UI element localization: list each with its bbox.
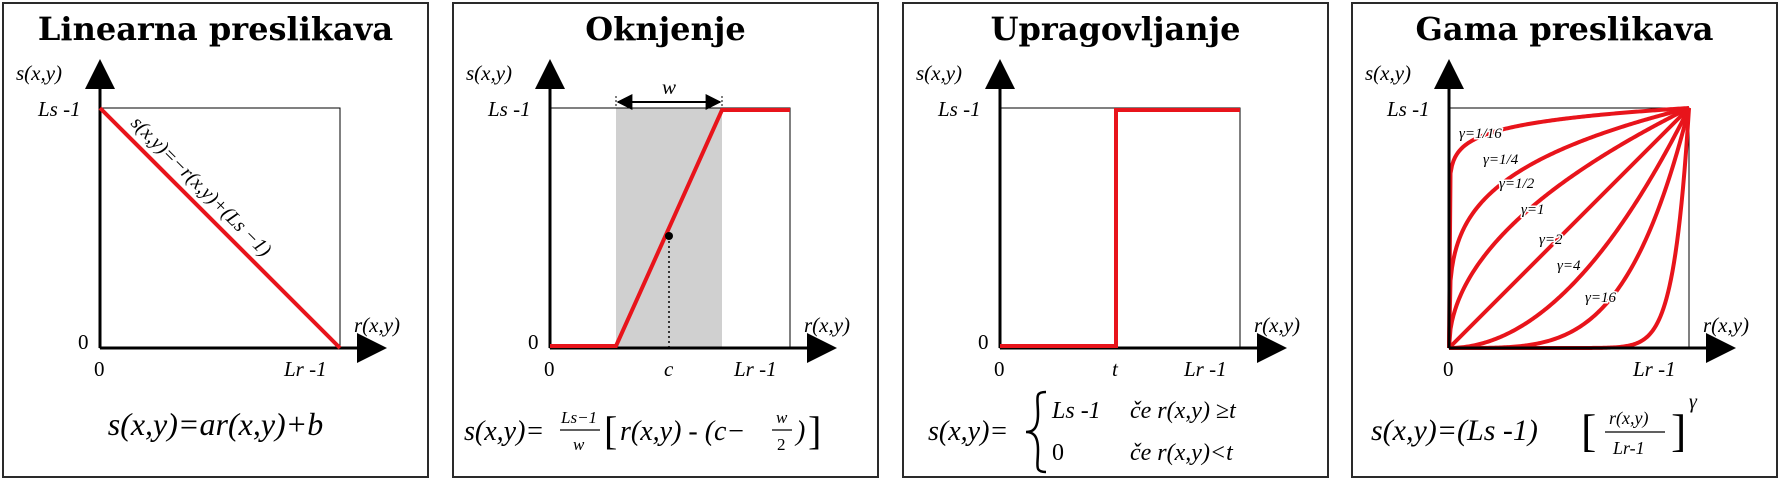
linear-plot: s(x,y) r(x,y) Ls -1 0 0 Lr -1 s(x,y)=−r(… xyxy=(16,59,400,381)
panel-window: Oknjenje w s(x,y) r(x,y) Ls -1 0 0 c Lr … xyxy=(452,2,879,478)
formula-bracket-open: [ xyxy=(604,408,617,453)
gamma-label: γ=2 xyxy=(1539,232,1563,248)
gamma-labels: γ=1/16 γ=1/4 γ=1/2 γ=1 γ=2 γ=4γ=16 xyxy=(1458,125,1619,308)
formula-body: r(x,y) - (c− xyxy=(620,416,745,447)
gamma-label: γ=4 xyxy=(1557,258,1581,274)
gamma-label: γ=1/2 xyxy=(1499,176,1535,192)
window-formula: s(x,y)= Ls−1 w [ r(x,y) - (c− w 2 ) ] xyxy=(464,408,821,454)
linear-formula: s(x,y)=ar(x,y)+b xyxy=(107,406,324,442)
x-axis-label: r(x,y) xyxy=(1254,313,1300,337)
panel-title: Linearna preslikava xyxy=(37,10,394,48)
formula-frac-num: r(x,y) xyxy=(1609,408,1648,429)
line-annotation: s(x,y)=−r(x,y)+(Ls −1) xyxy=(126,112,275,261)
y-axis-label: s(x,y) xyxy=(466,61,512,85)
x-axis-label: r(x,y) xyxy=(1703,313,1749,337)
gamma-label: γ=1 xyxy=(1521,202,1545,218)
panel-linear: Linearna preslikava s(x,y) r(x,y) Ls -1 … xyxy=(2,2,429,478)
y-axis-label: s(x,y) xyxy=(16,61,62,85)
gamma-curve xyxy=(1447,106,1690,349)
x-tick-t: t xyxy=(1112,357,1119,381)
y-tick-zero: 0 xyxy=(78,330,89,354)
y-tick-top: Ls -1 xyxy=(1386,97,1430,121)
formula-close-paren: ) xyxy=(794,416,805,447)
gamma-label: γ=1/16 xyxy=(1459,126,1502,142)
panel-gamma: Gama preslikava s(x,y) r(x,y) Ls -1 0 Lr… xyxy=(1351,2,1778,478)
x-axis-label: r(x,y) xyxy=(354,313,400,337)
window-curve xyxy=(550,108,790,348)
x-axis-label: r(x,y) xyxy=(804,313,850,337)
gamma-label: γ=1/4 xyxy=(1483,152,1519,168)
formula-frac-num: Ls−1 xyxy=(560,408,597,427)
threshold-formula: s(x,y)= Ls -1 če r(x,y) ≥t 0 če r(x,y)<t xyxy=(928,390,1237,474)
y-tick-top: Ls -1 xyxy=(937,97,981,121)
linear-curve xyxy=(98,106,342,350)
formula-bracket-close: ] xyxy=(1671,405,1686,456)
formula-half-den: 2 xyxy=(777,435,786,454)
panel-title: Upragovljanje xyxy=(990,10,1241,48)
width-label: w xyxy=(662,75,676,99)
case1-cond: če r(x,y) ≥t xyxy=(1130,398,1237,424)
formula-brace xyxy=(1025,390,1047,474)
x-tick-zero: 0 xyxy=(994,357,1005,381)
formula-frac-den: Lr-1 xyxy=(1612,438,1645,458)
x-tick-max: Lr -1 xyxy=(283,357,327,381)
x-tick-zero: 0 xyxy=(1443,357,1454,381)
x-tick-c: c xyxy=(664,357,674,381)
gamma-curve xyxy=(1448,107,1691,350)
panel-title: Oknjenje xyxy=(585,10,746,48)
gamma-curve xyxy=(1447,106,1690,349)
x-tick-max: Lr -1 xyxy=(1183,357,1227,381)
panel-threshold: Upragovljanje s(x,y) r(x,y) Ls -1 0 0 t … xyxy=(902,2,1329,478)
case2-cond: če r(x,y)<t xyxy=(1130,440,1234,466)
formula-bracket-open: [ xyxy=(1581,405,1596,456)
case1-value: Ls -1 xyxy=(1051,398,1101,424)
formula-frac-den: w xyxy=(573,435,585,454)
y-axis-label: s(x,y) xyxy=(1365,61,1411,85)
formula-lhs: s(x,y)= xyxy=(928,416,1008,447)
threshold-curve xyxy=(1000,108,1240,348)
y-tick-zero: 0 xyxy=(528,330,539,354)
gamma-plot: s(x,y) r(x,y) Ls -1 0 Lr -1 γ=1/16γ=1/4γ… xyxy=(1365,59,1749,381)
y-tick-top: Ls -1 xyxy=(487,97,531,121)
gamma-curve xyxy=(1447,106,1690,349)
formula-lhs: s(x,y)= xyxy=(464,416,544,447)
y-tick-zero: 0 xyxy=(978,330,989,354)
y-tick-top: Ls -1 xyxy=(37,97,81,121)
panel-title: Gama preslikava xyxy=(1415,10,1714,48)
case2-value: 0 xyxy=(1052,440,1064,466)
y-axis-label: s(x,y) xyxy=(916,61,962,85)
gamma-curve xyxy=(1447,106,1691,350)
x-tick-zero: 0 xyxy=(544,357,555,381)
x-tick-max: Lr -1 xyxy=(733,357,777,381)
gamma-label: γ=16 xyxy=(1585,290,1617,306)
formula-lhs: s(x,y)=(Ls -1) xyxy=(1371,414,1538,447)
formula-bracket-close: ] xyxy=(808,408,821,453)
gamma-formula: s(x,y)=(Ls -1) [ r(x,y) Lr-1 ] γ xyxy=(1371,391,1698,458)
window-plot: w s(x,y) r(x,y) Ls -1 0 0 c Lr -1 xyxy=(466,59,850,381)
x-tick-zero: 0 xyxy=(94,357,105,381)
x-tick-max: Lr -1 xyxy=(1632,357,1676,381)
gamma-curves xyxy=(1447,106,1691,350)
threshold-plot: s(x,y) r(x,y) Ls -1 0 0 t Lr -1 xyxy=(916,59,1300,381)
formula-exponent: γ xyxy=(1689,391,1698,413)
formula-half-num: w xyxy=(776,408,788,427)
